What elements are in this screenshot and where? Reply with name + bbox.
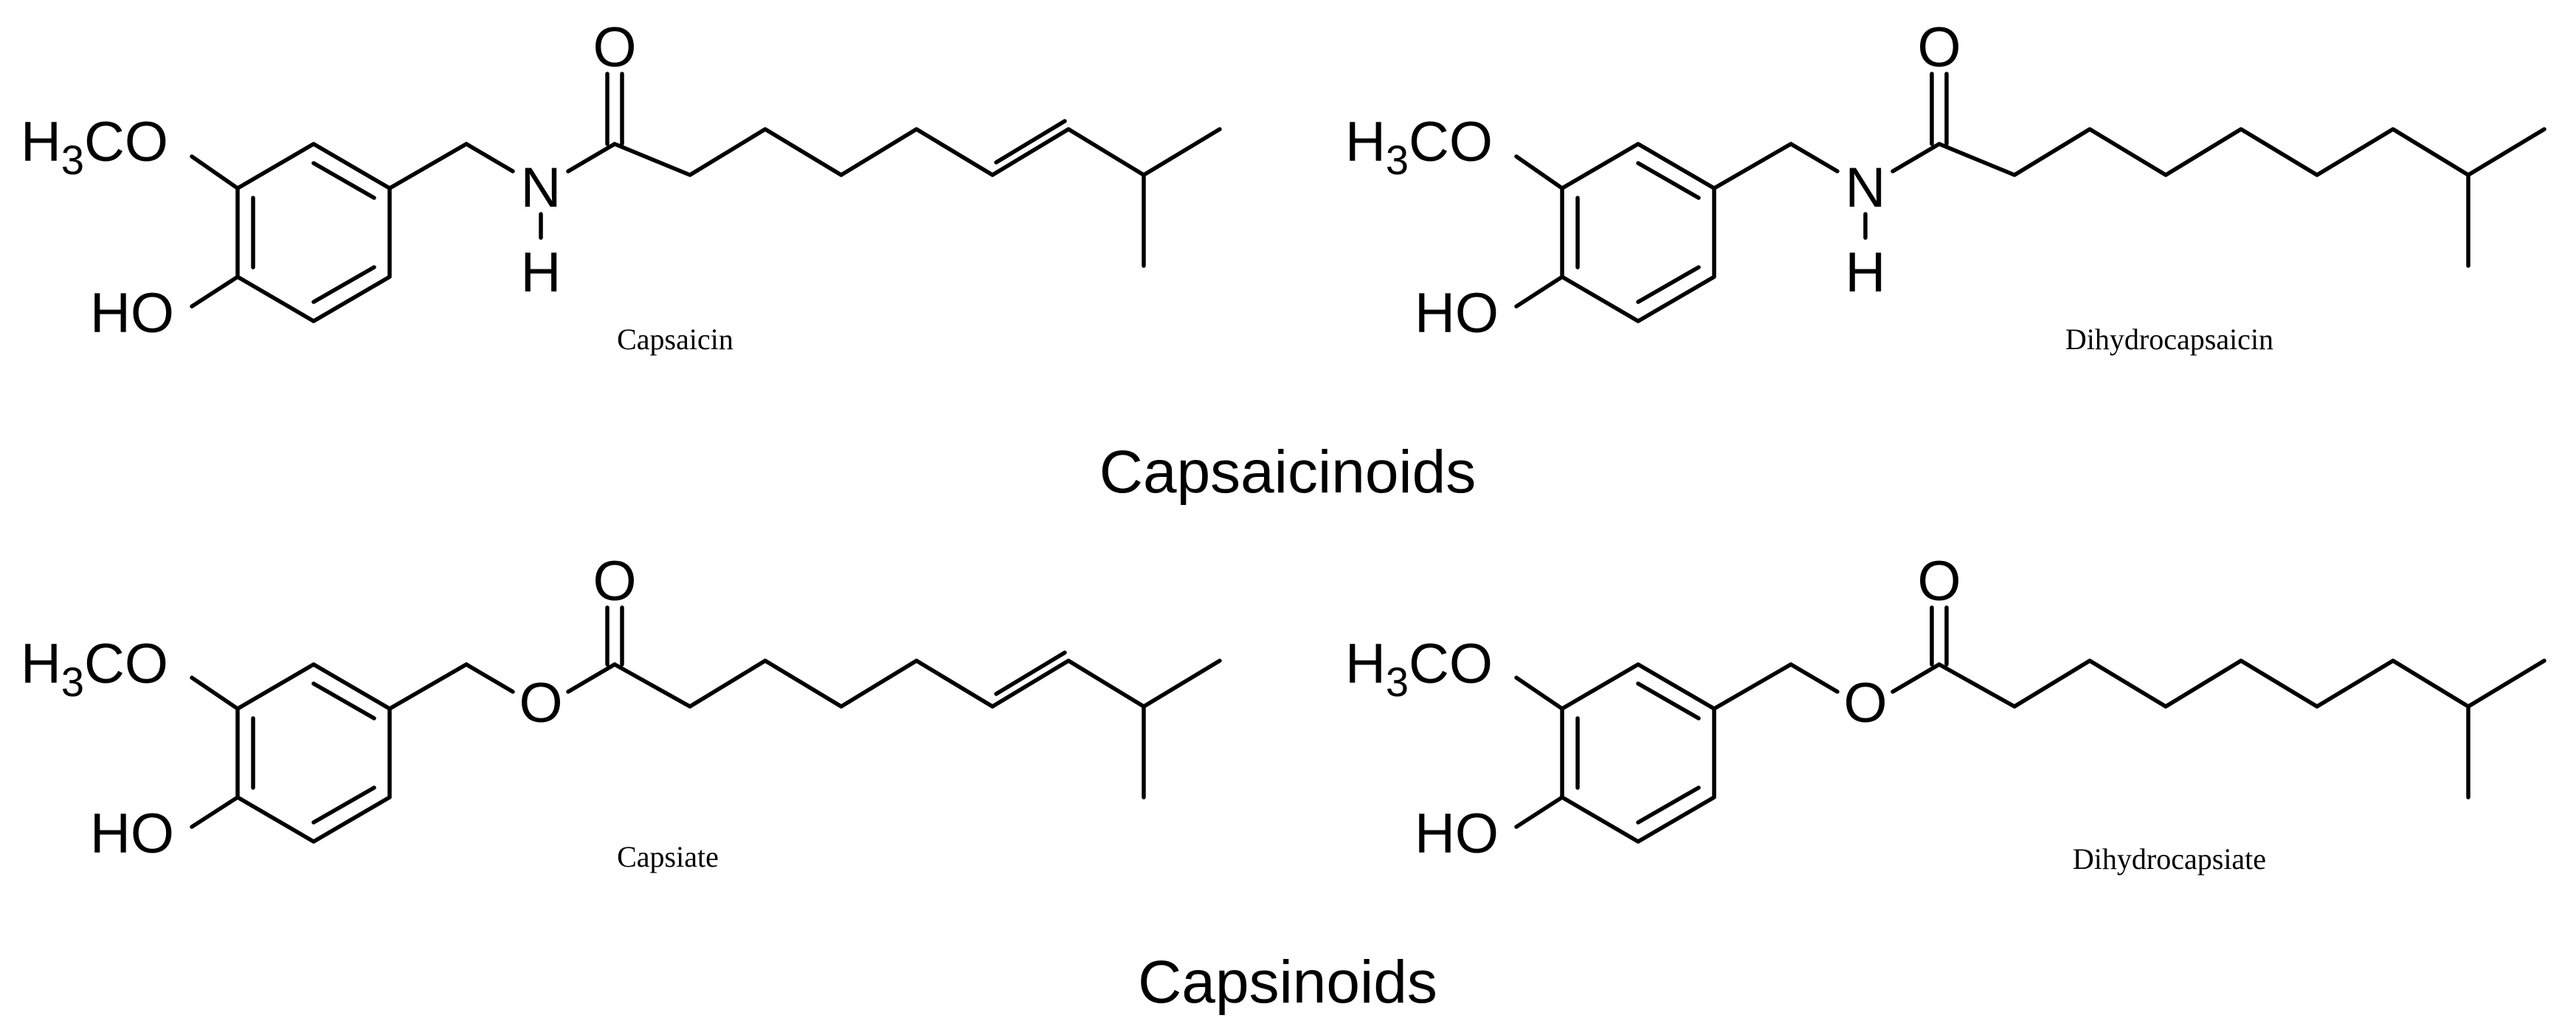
o-carbonyl-bond (1890, 662, 1941, 694)
compound-name: Capsiate (617, 840, 719, 873)
hydroxyl-bond (1514, 795, 1564, 829)
svg-text:H3CO: H3CO (21, 111, 168, 183)
benzyl-bond (387, 142, 469, 190)
methoxy-label: H3CO (21, 633, 168, 705)
benzyl-bond (1712, 662, 1793, 711)
compound-name: Dihydrocapsaicin (2065, 323, 2273, 356)
capsaicin-structure: H3CO HO O N H Capsaicin (21, 16, 1222, 356)
methoxy-bond (1514, 154, 1564, 190)
ring-double-bond (311, 265, 376, 304)
ring-double-bond (1636, 785, 1701, 825)
n-carbonyl-bond (1890, 142, 1941, 173)
svg-text:H3CO: H3CO (1345, 111, 1493, 183)
group-label-capsinoids: Capsinoids (1138, 949, 1437, 1016)
ring-double-bond (1636, 681, 1701, 721)
hydroxyl-bond (190, 275, 240, 309)
methoxy-label: H3CO (1345, 633, 1493, 705)
o-carbonyl-bond (566, 662, 617, 694)
ch2-n-bond (464, 142, 515, 173)
vanillyl-ring (1560, 142, 1716, 323)
carbonyl-oxygen-label: O (593, 16, 636, 79)
hydroxyl-bond (1514, 275, 1564, 309)
ch2-o-bond (1789, 662, 1840, 694)
svg-text:H3CO: H3CO (21, 633, 168, 705)
vanillyl-ring (1560, 662, 1716, 844)
acyl-chain (612, 127, 1222, 177)
chain-trans-double-bond (994, 119, 1067, 165)
group-label-capsaicinoids: Capsaicinoids (1099, 439, 1477, 506)
benzene-ring-bonds (1560, 142, 1716, 323)
acyl-chain (612, 659, 1222, 709)
benzene-ring-bonds (235, 662, 392, 844)
nitrogen-label: N (521, 157, 562, 219)
ch2-n-bond (1789, 142, 1840, 173)
ester-oxygen-label: O (519, 672, 562, 735)
n-carbonyl-bond (566, 142, 617, 173)
amide-hydrogen-label: H (521, 241, 562, 304)
acyl-chain (1937, 127, 2546, 177)
hydroxyl-label: HO (90, 282, 174, 345)
chain-trans-double-bond (994, 650, 1067, 696)
benzyl-bond (387, 662, 469, 711)
methoxy-bond (190, 675, 240, 711)
ch2-o-bond (464, 662, 515, 694)
dihydrocapsiate-structure: H3CO HO O O Dihydrocapsiate (1345, 550, 2546, 876)
dihydrocapsaicin-structure: H3CO HO O N H Dihydrocapsaicin (1345, 16, 2546, 356)
compound-name: Capsaicin (617, 323, 733, 356)
acyl-chain (1937, 659, 2546, 709)
hydroxyl-bond (190, 795, 240, 829)
svg-text:H3CO: H3CO (1345, 633, 1493, 705)
compound-name: Dihydrocapsiate (2073, 842, 2266, 876)
ester-oxygen-label: O (1843, 672, 1887, 735)
capsiate-structure: H3CO HO O O Capsiate (21, 550, 1222, 873)
methoxy-label: H3CO (1345, 111, 1493, 183)
carbonyl-oxygen-label: O (1917, 550, 1961, 613)
carbonyl-oxygen-label: O (1917, 16, 1961, 79)
methoxy-bond (1514, 675, 1564, 711)
hydroxyl-label: HO (1415, 282, 1499, 345)
benzene-ring-bonds (1560, 662, 1716, 844)
ring-double-bond (311, 785, 376, 825)
ring-double-bond (1636, 265, 1701, 304)
vanillyl-ring (235, 662, 392, 844)
hydroxyl-label: HO (90, 802, 174, 865)
methoxy-bond (190, 154, 240, 190)
hydroxyl-label: HO (1415, 802, 1499, 865)
amide-hydrogen-label: H (1845, 241, 1886, 304)
nitrogen-label: N (1845, 157, 1886, 219)
ring-double-bond (311, 681, 376, 721)
vanillyl-ring (235, 142, 392, 323)
methoxy-label: H3CO (21, 111, 168, 183)
ring-double-bond (1636, 161, 1701, 200)
benzene-ring-bonds (235, 142, 392, 323)
benzyl-bond (1712, 142, 1793, 190)
carbonyl-oxygen-label: O (593, 550, 636, 613)
ring-double-bond (311, 161, 376, 200)
